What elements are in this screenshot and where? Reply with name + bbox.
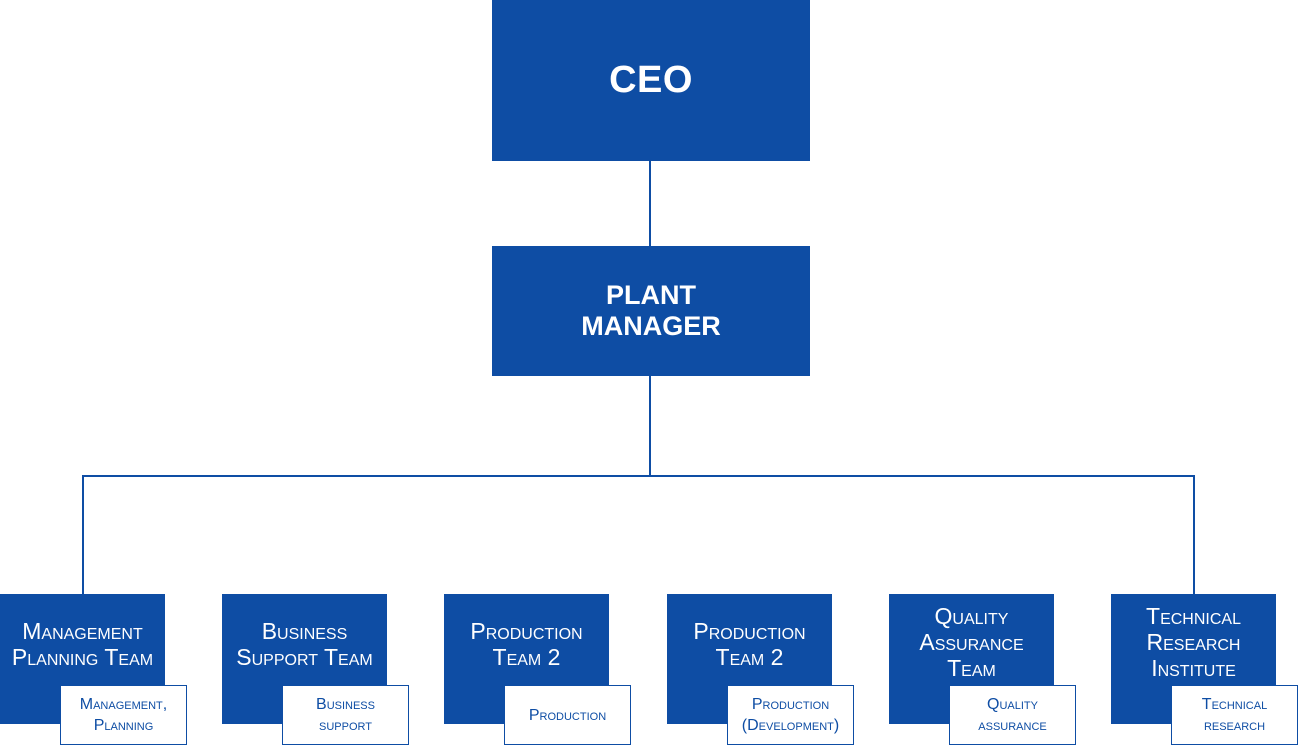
team-title: Technical Research Institute bbox=[1146, 603, 1241, 681]
team-sub-box-business-support: Business support bbox=[282, 685, 409, 745]
team-sub-box-production-development: Production (Development) bbox=[727, 685, 854, 745]
plant-manager-title: PLANT MANAGER bbox=[581, 280, 721, 341]
team-title: Management Planning Team bbox=[11, 618, 154, 670]
team-sub-box-management-planning: Management, Planning bbox=[60, 685, 187, 745]
team-title: Business Support Team bbox=[236, 618, 373, 670]
ceo-node: CEO bbox=[492, 0, 810, 161]
connector-to-management-planning-team bbox=[82, 475, 84, 595]
plant-manager-node: PLANT MANAGER bbox=[492, 246, 810, 376]
team-sub-box-quality-assurance: Quality assurance bbox=[949, 685, 1076, 745]
connector-plant-manager-down bbox=[649, 375, 651, 476]
connector-to-technical-research-institute bbox=[1193, 475, 1195, 595]
connector-ceo-to-plant-manager bbox=[649, 160, 651, 247]
team-title: Production Team 2 bbox=[693, 618, 806, 670]
team-title: Quality Assurance Team bbox=[919, 603, 1024, 681]
team-sub-box-technical-research: Technical research bbox=[1171, 685, 1298, 745]
team-title: Production Team 2 bbox=[470, 618, 583, 670]
team-sub-box-production: Production bbox=[504, 685, 631, 745]
ceo-title: CEO bbox=[609, 59, 693, 101]
connector-horizontal-bus bbox=[82, 475, 1195, 477]
